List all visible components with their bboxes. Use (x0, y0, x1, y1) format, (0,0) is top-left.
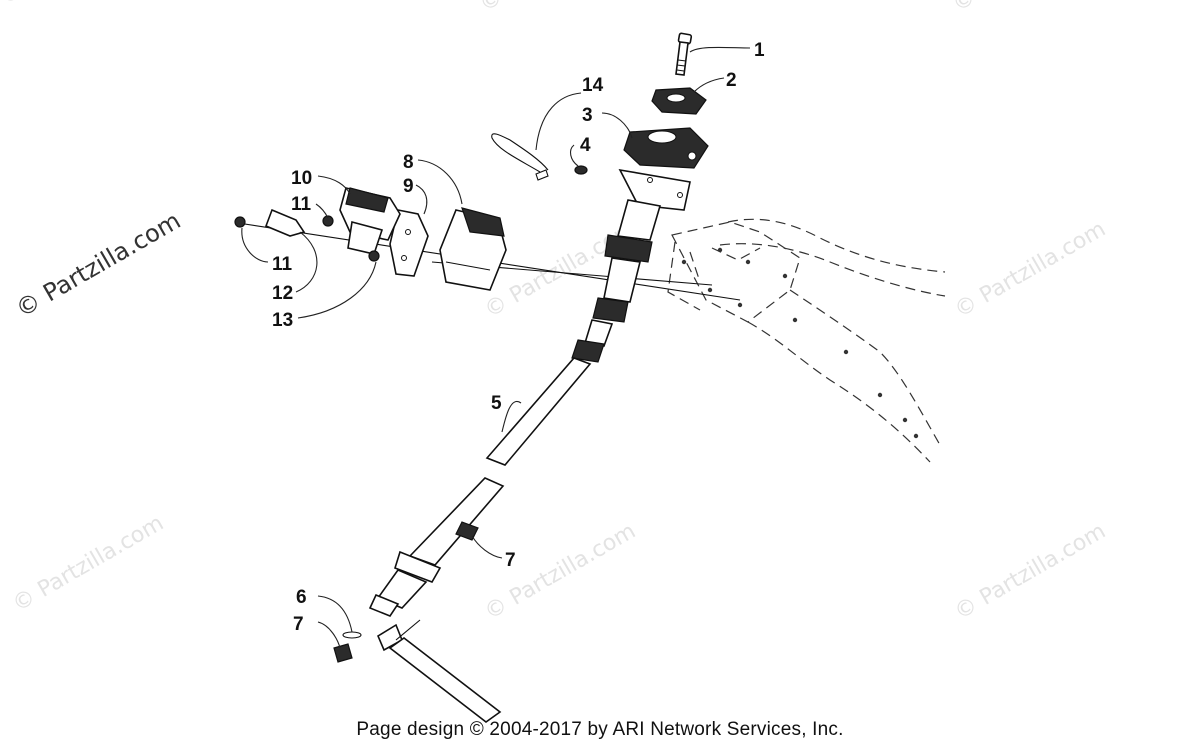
callout-7-lower: 7 (293, 614, 304, 635)
washer-part-6 (342, 631, 362, 639)
cable-part-14 (491, 133, 549, 181)
nut-part-4 (574, 165, 588, 175)
watermark-main: © Partzilla.com (11, 206, 185, 323)
callout-14: 14 (582, 75, 604, 96)
callout-7-upper: 7 (505, 550, 516, 571)
callout-9: 9 (403, 176, 414, 197)
bracket-part-9 (389, 209, 429, 277)
callout-4: 4 (580, 135, 591, 156)
watermark-faint: © Partzilla.com (951, 217, 1111, 324)
screw-part-13 (368, 250, 380, 262)
callout-1: 1 (754, 40, 765, 61)
faint-watermarks: © Partzilla.com © Partzilla.com © Partzi… (0, 0, 1110, 625)
column-support (571, 168, 691, 363)
callout-5: 5 (491, 393, 502, 414)
lower-clamp-part-3 (623, 127, 709, 169)
page-footer: Page design © 2004-2017 by ARI Network S… (356, 719, 844, 740)
callout-13: 13 (272, 310, 293, 331)
bolt-part-1 (675, 32, 693, 76)
watermark-faint: © Partzilla.com (951, 519, 1111, 626)
nut-part-7 (333, 643, 353, 663)
upper-clamp-part-2 (651, 87, 707, 115)
callout-3: 3 (582, 105, 593, 126)
screw-part-11 (234, 215, 334, 228)
callout-12: 12 (272, 283, 293, 304)
lower-shaft (376, 619, 502, 723)
plate-part-12 (264, 208, 384, 255)
watermark-faint: © Partzilla.com (949, 0, 1109, 17)
callout-11-lower: 11 (272, 254, 293, 275)
watermark-faint: © Partzilla.com (476, 0, 636, 17)
bushing-part-7 (455, 521, 479, 541)
callout-2: 2 (726, 70, 737, 91)
callout-6: 6 (296, 587, 307, 608)
leader-lines (241, 46, 751, 649)
watermark-faint: © Partzilla.com (0, 0, 155, 10)
callout-labels: 1 2 3 4 5 6 7 7 8 9 10 11 11 12 13 14 (272, 40, 765, 635)
vehicle-frame (667, 218, 946, 463)
callout-8: 8 (403, 152, 414, 173)
callout-10: 10 (291, 168, 312, 189)
callout-11-upper: 11 (291, 194, 312, 215)
steering-shaft-part-5 (368, 357, 592, 617)
housing-part-8 (439, 207, 507, 291)
watermark-faint: © Partzilla.com (9, 511, 169, 618)
watermark-faint: © Partzilla.com (481, 519, 641, 626)
